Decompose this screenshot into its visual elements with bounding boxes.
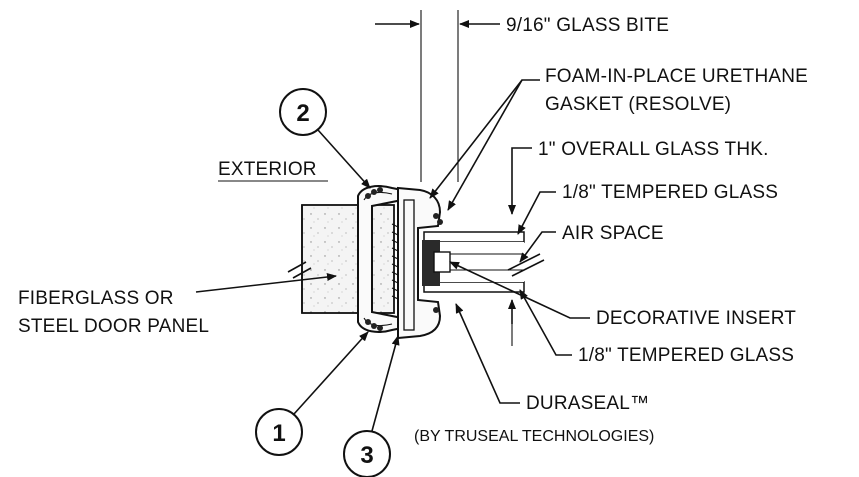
urethane-gasket <box>365 187 443 331</box>
duraseal-by-label: (BY TRUSEAL TECHNOLOGIES) <box>414 428 654 445</box>
decorative-insert-leader <box>449 261 590 319</box>
callout-1-number: 1 <box>272 420 285 447</box>
overall-thickness-dimension <box>508 147 532 346</box>
exterior-label: EXTERIOR <box>218 159 317 180</box>
callout-2: 2 <box>279 88 371 189</box>
door-panel-label-line1: FIBERGLASS OR <box>18 288 174 309</box>
tempered-glass-bottom-label: 1/8" TEMPERED GLASS <box>578 345 794 366</box>
fastener-spring <box>391 222 399 300</box>
tempered-glass-top-label: 1/8" TEMPERED GLASS <box>562 182 778 203</box>
glass-unit <box>422 231 525 293</box>
duraseal-leader <box>455 303 520 404</box>
door-panel-leader <box>195 273 337 293</box>
decorative-insert-label: DECORATIVE INSERT <box>596 308 796 329</box>
tempered-glass-bottom-leader <box>519 289 572 356</box>
tempered-glass-top-leader <box>517 191 556 235</box>
gasket-leader-b <box>447 79 523 211</box>
duraseal-label: DURASEAL™ <box>526 393 649 414</box>
callout-3: 3 <box>343 335 400 477</box>
air-space-label: AIR SPACE <box>562 223 664 244</box>
break-marks-left <box>287 261 312 279</box>
decorative-insert <box>433 251 451 273</box>
callout-1: 1 <box>255 331 369 456</box>
overall-thickness-label: 1" OVERALL GLASS THK. <box>538 139 769 160</box>
gasket-leader-a <box>429 79 540 199</box>
door-panel <box>301 204 395 314</box>
glass-bite-label: 9/16" GLASS BITE <box>506 15 669 36</box>
callout-2-number: 2 <box>296 100 309 127</box>
gasket-label-line1: FOAM-IN-PLACE URETHANE <box>545 66 808 87</box>
door-panel-label-line2: STEEL DOOR PANEL <box>18 316 209 337</box>
callout-3-number: 3 <box>360 442 373 469</box>
glass-bite-dimension <box>375 10 500 182</box>
air-space-leader <box>519 231 556 263</box>
gasket-label-line2: GASKET (RESOLVE) <box>545 94 731 115</box>
